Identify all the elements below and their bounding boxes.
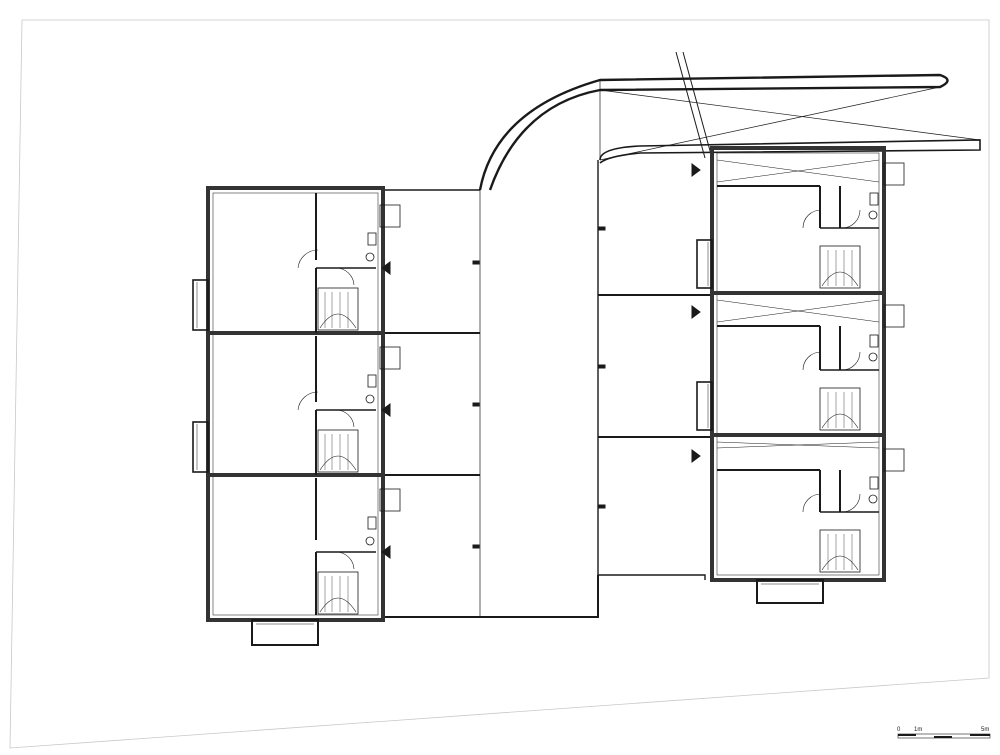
left-unit-3 — [251, 478, 401, 646]
left-unit-1 — [192, 193, 401, 333]
scale-label-end: 5m — [981, 727, 989, 733]
left-unit-2 — [192, 336, 401, 475]
access-road — [478, 51, 981, 191]
right-unit-2 — [691, 299, 905, 431]
right-unit-3 — [691, 441, 905, 604]
right-unit-1 — [691, 159, 905, 289]
scale-bar: 0 1m 5m — [897, 727, 991, 739]
courtyard — [383, 160, 710, 618]
scale-label-start: 0 — [897, 727, 901, 733]
site-boundary — [9, 19, 990, 749]
right-building-block — [691, 146, 905, 604]
left-building-block — [192, 186, 401, 646]
scale-label-mid: 1m — [914, 727, 922, 733]
